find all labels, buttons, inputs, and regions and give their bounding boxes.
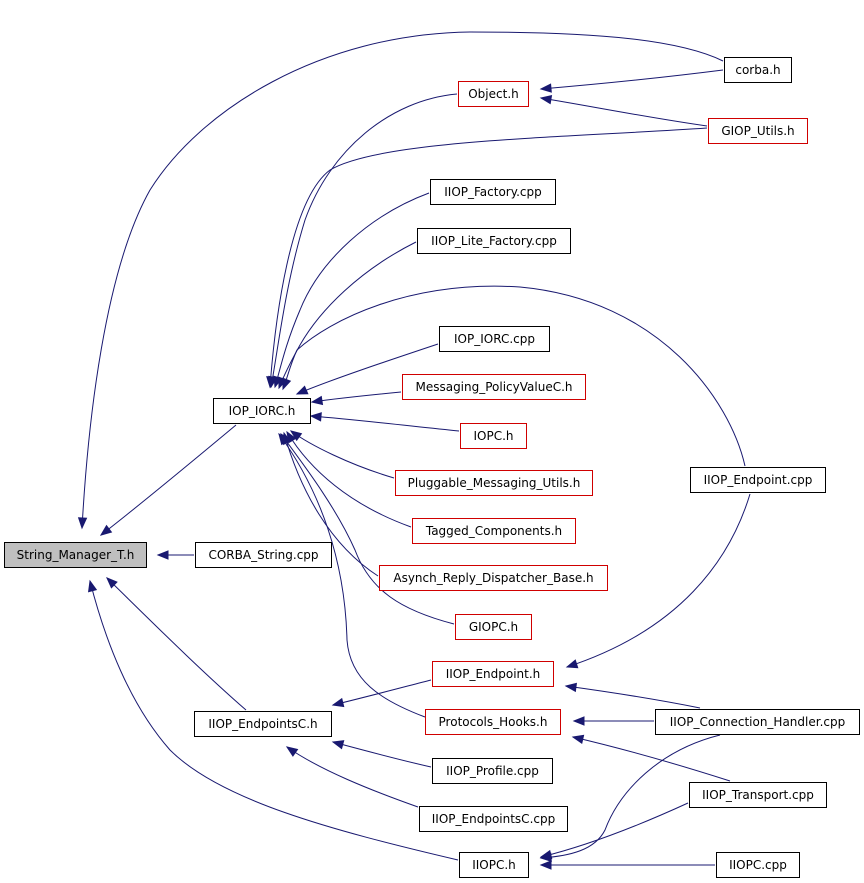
edge-iiop-connection-handler-cpp-to-iiop-endpoint-h — [565, 685, 701, 709]
node-tagged-components-h[interactable]: Tagged_Components.h — [412, 518, 576, 544]
edge-iiop-endpoint-cpp-to-iop-iorc-h-arrowhead — [282, 377, 292, 391]
node-iiop-endpoint-h[interactable]: IIOP_Endpoint.h — [432, 661, 554, 687]
edge-iiop-factory-cpp-to-iop-iorc-h — [274, 192, 430, 388]
edge-giop-utils-h-to-iop-iorc-h-arrowhead — [266, 376, 276, 389]
edge-iiop-endpoint-h-to-iiop-endpointsc-h-arrowhead — [331, 697, 345, 708]
node-string-manager-t-h: String_Manager_T.h — [4, 542, 147, 568]
edge-corba-string-cpp-to-string-manager-t-h-arrowhead — [156, 550, 169, 560]
node-protocols-hooks-h[interactable]: Protocols_Hooks.h — [425, 709, 561, 735]
edge-iiop-transport-cpp-to-iiopc-h-arrowhead — [539, 849, 553, 860]
edge-iiop-endpointsc-cpp-to-iiop-endpointsc-h-arrowhead — [285, 746, 299, 757]
edge-messaging-policyvaluec-h-to-iop-iorc-h-arrowhead — [310, 395, 324, 406]
node-corba-h[interactable]: corba.h — [724, 57, 792, 83]
edge-iiop-connection-handler-cpp-to-protocols-hooks-h-arrowhead — [572, 716, 585, 726]
edge-iiop-profile-cpp-to-iiop-endpointsc-h-arrowhead — [331, 740, 345, 750]
node-pluggable-messaging-utils-h[interactable]: Pluggable_Messaging_Utils.h — [395, 470, 593, 496]
edge-corba-h-to-object-h-arrowhead — [539, 83, 552, 93]
edge-iiop-transport-cpp-to-protocols-hooks-h-arrowhead — [571, 734, 585, 745]
edge-tagged-components-h-to-iop-iorc-h — [286, 431, 412, 528]
edge-iiop-endpointsc-h-to-string-manager-t-h-arrowhead — [106, 577, 118, 589]
edge-corba-h-to-string-manager-t-h-arrowhead — [77, 517, 88, 530]
edge-iop-iorc-h-to-string-manager-t-h — [100, 424, 237, 536]
edge-iiop-endpoint-cpp-to-iiop-endpoint-h-arrowhead — [565, 659, 579, 669]
edge-iiop-connection-handler-cpp-to-iiopc-h — [540, 734, 721, 859]
node-iop-iorc-h[interactable]: IOP_IORC.h — [213, 398, 311, 424]
edge-pluggable-messaging-utils-h-to-iop-iorc-h-arrowhead — [289, 430, 303, 442]
edge-iiop-endpoint-cpp-to-iiop-endpoint-h — [566, 493, 751, 668]
node-iop-iorc-cpp[interactable]: IOP_IORC.cpp — [439, 326, 550, 352]
edge-iiop-transport-cpp-to-iiopc-h — [540, 802, 689, 858]
edge-iiop-connection-handler-cpp-to-iiop-endpoint-h-arrowhead — [564, 682, 577, 693]
node-iiop-lite-factory-cpp[interactable]: IIOP_Lite_Factory.cpp — [417, 228, 571, 254]
edge-messaging-policyvaluec-h-to-iop-iorc-h — [311, 391, 402, 403]
node-iiop-endpointsc-h[interactable]: IIOP_EndpointsC.h — [194, 711, 332, 737]
edge-giop-utils-h-to-object-h-arrowhead — [539, 95, 553, 105]
edge-iiop-endpointsc-h-to-string-manager-t-h — [106, 577, 247, 711]
edge-giop-utils-h-to-iop-iorc-h — [269, 127, 708, 388]
node-iiop-endpointsc-cpp[interactable]: IIOP_EndpointsC.cpp — [419, 806, 568, 832]
node-iiopc-h[interactable]: IIOPC.h — [459, 852, 529, 878]
node-iiop-profile-cpp[interactable]: IIOP_Profile.cpp — [432, 758, 553, 784]
edge-iiop-endpointsc-cpp-to-iiop-endpointsc-h — [286, 746, 419, 808]
edge-iiop-profile-cpp-to-iiop-endpointsc-h — [332, 741, 432, 768]
node-iiop-endpoint-cpp[interactable]: IIOP_Endpoint.cpp — [690, 467, 826, 493]
edge-giopc-h-to-iop-iorc-h — [280, 433, 455, 625]
edge-iiop-lite-factory-cpp-to-iop-iorc-h — [278, 241, 417, 389]
edge-iopc-h-to-iop-iorc-h — [310, 415, 460, 432]
node-iiop-connection-handler-cpp[interactable]: IIOP_Connection_Handler.cpp — [655, 709, 860, 735]
node-asynch-reply-dispatcher-base-h[interactable]: Asynch_Reply_Dispatcher_Base.h — [379, 565, 608, 591]
edge-iiop-endpoint-h-to-iiop-endpointsc-h — [332, 679, 432, 706]
node-corba-string-cpp[interactable]: CORBA_String.cpp — [195, 542, 332, 568]
edge-iopc-h-to-iop-iorc-h-arrowhead — [309, 412, 322, 422]
edge-iiopc-cpp-to-iiopc-h-arrowhead — [539, 860, 552, 870]
edge-iop-iorc-h-to-string-manager-t-h-arrowhead — [99, 524, 113, 536]
node-iiop-transport-cpp[interactable]: IIOP_Transport.cpp — [689, 782, 827, 808]
edge-corba-h-to-object-h — [540, 69, 724, 90]
node-iopc-h[interactable]: IOPC.h — [460, 423, 527, 449]
node-iiop-factory-cpp[interactable]: IIOP_Factory.cpp — [430, 179, 556, 205]
edge-iop-iorc-cpp-to-iop-iorc-h — [296, 343, 439, 395]
edge-corba-h-to-string-manager-t-h — [81, 31, 724, 529]
edge-iiopc-h-to-string-manager-t-h-arrowhead — [88, 579, 98, 593]
edge-protocols-hooks-h-to-iop-iorc-h-arrowhead — [278, 432, 289, 446]
edge-protocols-hooks-h-to-iop-iorc-h — [278, 433, 426, 718]
edge-iiop-transport-cpp-to-protocols-hooks-h — [572, 736, 731, 782]
node-messaging-policyvaluec-h[interactable]: Messaging_PolicyValueC.h — [402, 374, 586, 400]
edge-iiopc-h-to-string-manager-t-h — [89, 580, 459, 861]
node-giop-utils-h[interactable]: GIOP_Utils.h — [708, 118, 808, 144]
edge-iop-iorc-cpp-to-iop-iorc-h-arrowhead — [295, 385, 309, 395]
edge-giop-utils-h-to-object-h — [540, 97, 708, 127]
edge-pluggable-messaging-utils-h-to-iop-iorc-h — [290, 430, 395, 479]
node-giopc-h[interactable]: GIOPC.h — [455, 614, 532, 640]
edge-object-h-to-iop-iorc-h — [270, 93, 458, 388]
node-iiopc-cpp[interactable]: IIOPC.cpp — [716, 852, 800, 878]
node-object-h[interactable]: Object.h — [458, 81, 529, 107]
edge-iiop-endpoint-cpp-to-iop-iorc-h — [282, 285, 746, 467]
